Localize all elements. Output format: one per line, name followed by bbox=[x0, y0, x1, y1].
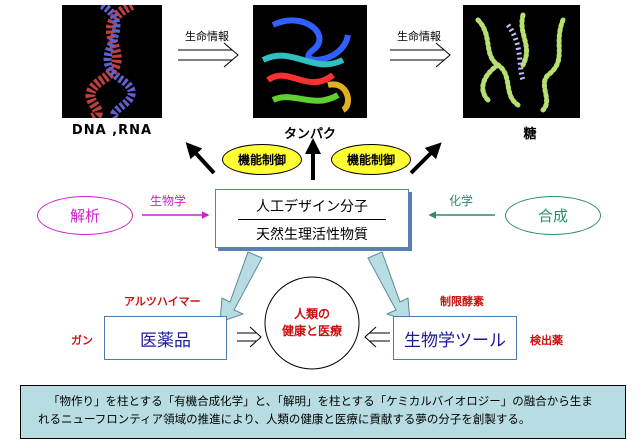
flow-label-1: 生命情報 bbox=[185, 30, 229, 43]
detection-reagent-tag: 検出薬 bbox=[530, 334, 563, 347]
humanity-label: 人類の bbox=[293, 307, 330, 321]
medicine-to-health-arrow bbox=[237, 326, 262, 348]
summary-line-2: れるニューフロンティア領域の推進により、人類の健康と医療に貢献する夢の分子を創製… bbox=[38, 412, 531, 426]
function-control-ellipse-2: 機能制御 bbox=[331, 144, 411, 175]
natural-bioactive-substance: 天然生理活性物質 bbox=[256, 227, 368, 243]
summary-line-1: 「物作り」を柱とする「有機合成化学」と、「解明」を柱とする「ケミカルバイオロジー… bbox=[48, 394, 593, 408]
protein-label: タンパク bbox=[283, 127, 336, 142]
biology-label: 生物学 bbox=[150, 194, 187, 208]
sugar-label: 糖 bbox=[523, 127, 537, 142]
arrow-to-tools bbox=[367, 251, 411, 323]
bio-tools-box: 生物学ツール bbox=[393, 316, 517, 360]
health-medicine-label: 健康と医療 bbox=[281, 324, 342, 338]
chemistry-label: 化学 bbox=[449, 194, 474, 208]
alzheimer-tag: アルツハイマー bbox=[124, 295, 201, 308]
restriction-enzyme-tag: 制限酵素 bbox=[440, 295, 484, 308]
sugar-chain-image bbox=[463, 5, 580, 118]
arrow-to-medicine bbox=[219, 251, 263, 323]
health-circle-text: 人類の 健康と医療 bbox=[265, 306, 359, 340]
dna-rna-label: DNA ,RNA bbox=[71, 123, 153, 138]
health-circle bbox=[264, 276, 360, 370]
protein-structure-image bbox=[253, 5, 367, 118]
cancer-tag: ガン bbox=[71, 334, 93, 347]
tools-to-health-arrow bbox=[364, 326, 390, 348]
arrow-to-sugar bbox=[409, 142, 442, 175]
synthesis-ellipse: 合成 bbox=[505, 196, 601, 235]
summary-note: 「物作り」を柱とする「有機合成化学」と、「解明」を柱とする「ケミカルバイオロジー… bbox=[20, 385, 626, 439]
analysis-ellipse: 解析 bbox=[37, 196, 133, 235]
medicine-box: 医薬品 bbox=[104, 316, 227, 360]
function-control-ellipse-1: 機能制御 bbox=[222, 144, 302, 175]
dna-helix-image bbox=[62, 5, 162, 118]
flow-arrow-1 bbox=[178, 42, 239, 68]
artificial-design-molecule: 人工デザイン分子 bbox=[256, 199, 368, 215]
center-molecule-box: 人工デザイン分子 天然生理活性物質 bbox=[215, 189, 409, 248]
flow-arrow-2 bbox=[390, 42, 451, 68]
arrow-to-dna bbox=[185, 142, 216, 175]
divider bbox=[238, 219, 386, 220]
flow-label-2: 生命情報 bbox=[397, 30, 441, 43]
